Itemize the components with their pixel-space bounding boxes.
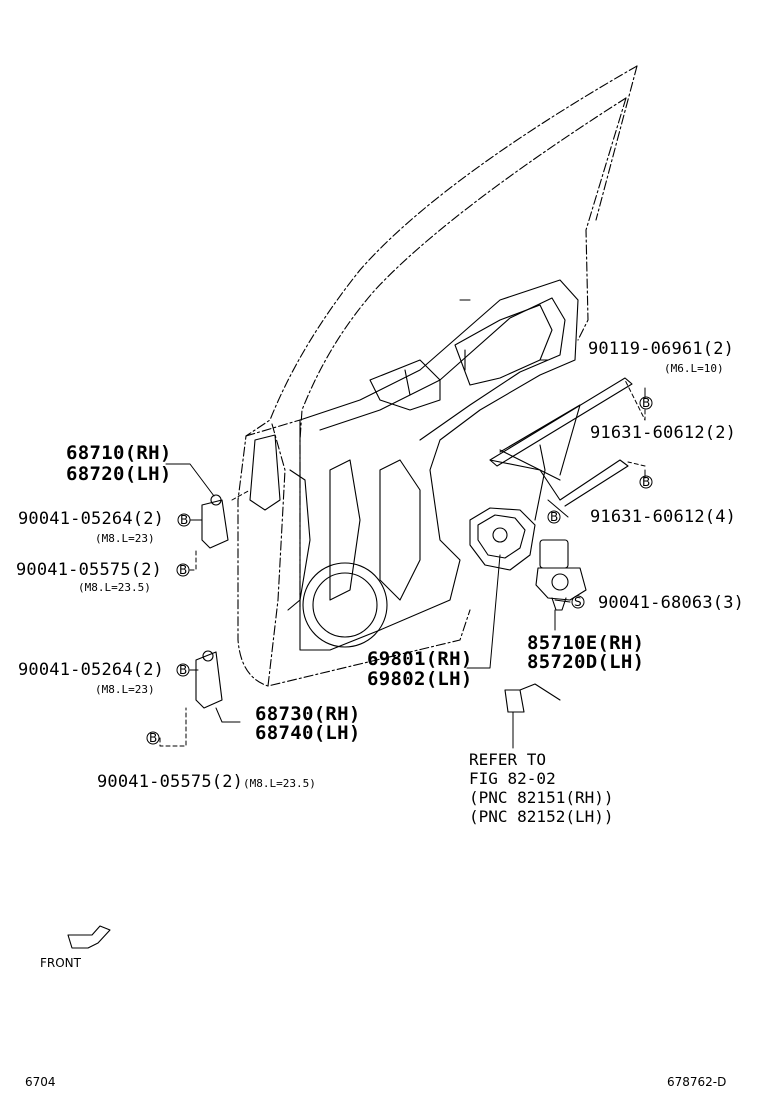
label-screw-motor: 90041-68063(3): [598, 593, 745, 613]
upper-hinge: [201, 494, 229, 549]
label-hinge-lower-lh: 68740(LH): [255, 722, 361, 744]
marker-b: B: [642, 396, 651, 410]
label-motor-lh: 85720D(LH): [527, 651, 645, 673]
refer-line-3: (PNC 82151(RH)): [469, 788, 614, 807]
label-hinge-lower-rh: 68730(RH): [255, 703, 361, 725]
label-hinge-upper-lh: 68720(LH): [66, 463, 172, 485]
front-label: FRONT: [40, 956, 81, 970]
cable-connector: [504, 683, 561, 713]
label-bolt-upper-a-spec: (M8.L=23): [95, 532, 155, 545]
label-motor-rh: 85710E(RH): [527, 632, 645, 654]
label-regulator-lh: 69802(LH): [367, 668, 473, 690]
marker-circles: [146, 396, 653, 745]
marker-b: B: [550, 510, 559, 524]
label-bolt-lower-b: 90041-05575(2): [97, 772, 244, 792]
regulator-rails: [489, 377, 633, 521]
marker-b: B: [149, 731, 158, 745]
footer-figure-code: 678762-D: [667, 1075, 727, 1089]
door-inner-panel: [249, 279, 579, 651]
regulator-motor: [535, 539, 587, 611]
label-bolt-lower-a: 90041-05264(2): [18, 660, 165, 680]
label-bolt-upper-a: 90041-05264(2): [18, 509, 165, 529]
marker-b: B: [180, 513, 189, 527]
label-hinge-upper-rh: 68710(RH): [66, 442, 172, 464]
refer-line-1: REFER TO: [469, 750, 547, 769]
marker-b: B: [642, 475, 651, 489]
marker-s: S: [574, 595, 582, 609]
footer-page-code: 6704: [25, 1075, 56, 1089]
label-bolt-mid-lower: 91631-60612(4): [590, 507, 737, 527]
regulator-base: [469, 507, 536, 571]
front-arrow-icon: [67, 925, 111, 949]
door-outline: [237, 65, 638, 687]
leader-lines: [159, 379, 646, 749]
label-regulator-rh: 69801(RH): [367, 648, 473, 670]
refer-line-2: FIG 82-02: [469, 769, 556, 788]
marker-b: B: [179, 663, 188, 677]
label-bolt-upper-b: 90041-05575(2): [16, 560, 163, 580]
label-bolt-upper-b-spec: (M8.L=23.5): [78, 581, 151, 594]
refer-line-4: (PNC 82152(LH)): [469, 807, 614, 826]
lower-hinge: [195, 650, 223, 709]
label-bolt-mid-upper: 91631-60612(2): [590, 423, 737, 443]
label-bolt-top: 90119-06961(2): [588, 339, 735, 359]
label-bolt-top-spec: (M6.L=10): [664, 362, 724, 375]
marker-b: B: [179, 563, 188, 577]
label-bolt-lower-a-spec: (M8.L=23): [95, 683, 155, 696]
label-bolt-lower-b-spec: (M8.L=23.5): [243, 777, 316, 790]
